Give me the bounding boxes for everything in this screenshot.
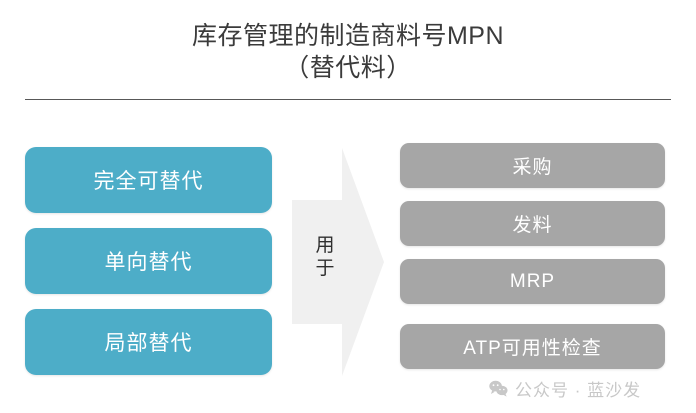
- substitution-type-item[interactable]: 完全可替代: [25, 147, 272, 213]
- substitution-type-label: 单向替代: [104, 251, 193, 274]
- connector-label-char-2: 于: [315, 258, 335, 279]
- usage-scenario-item[interactable]: 发料: [400, 201, 665, 246]
- substitution-type-label: 局部替代: [104, 332, 193, 355]
- substitution-type-item[interactable]: 局部替代: [25, 309, 272, 375]
- watermark: 公众号 · 蓝沙发: [489, 376, 641, 401]
- usage-scenario-label: 发料: [512, 215, 553, 236]
- usage-scenario-label: 采购: [512, 157, 553, 178]
- page-title-line-2: （替代料）: [284, 54, 412, 82]
- title-divider: [25, 99, 671, 100]
- usage-scenario-label: MRP: [509, 270, 556, 292]
- connector-label-char-1: 用: [315, 235, 335, 256]
- usage-scenarios-column: 采购 发料 MRP ATP可用性检查: [400, 143, 665, 369]
- usage-scenario-item[interactable]: 采购: [400, 143, 665, 188]
- substitution-types-column: 完全可替代 单向替代 局部替代: [25, 147, 272, 375]
- connector-arrow-label: 用 于: [310, 234, 340, 280]
- wechat-icon-svg: [489, 380, 508, 397]
- wechat-icon: [489, 380, 508, 397]
- usage-scenario-label: ATP可用性检查: [463, 338, 602, 359]
- substitution-type-item[interactable]: 单向替代: [25, 228, 272, 294]
- page-title: 库存管理的制造商料号MPN （替代料）: [0, 20, 696, 84]
- substitution-type-label: 完全可替代: [93, 170, 204, 193]
- right-arrow-icon: [292, 148, 384, 376]
- usage-scenario-item[interactable]: ATP可用性检查: [400, 324, 665, 369]
- connector-arrow: 用 于: [288, 148, 388, 376]
- page-title-line-1: 库存管理的制造商料号MPN: [191, 22, 505, 50]
- watermark-text: 公众号 · 蓝沙发: [515, 381, 642, 400]
- usage-scenario-item[interactable]: MRP: [400, 259, 665, 304]
